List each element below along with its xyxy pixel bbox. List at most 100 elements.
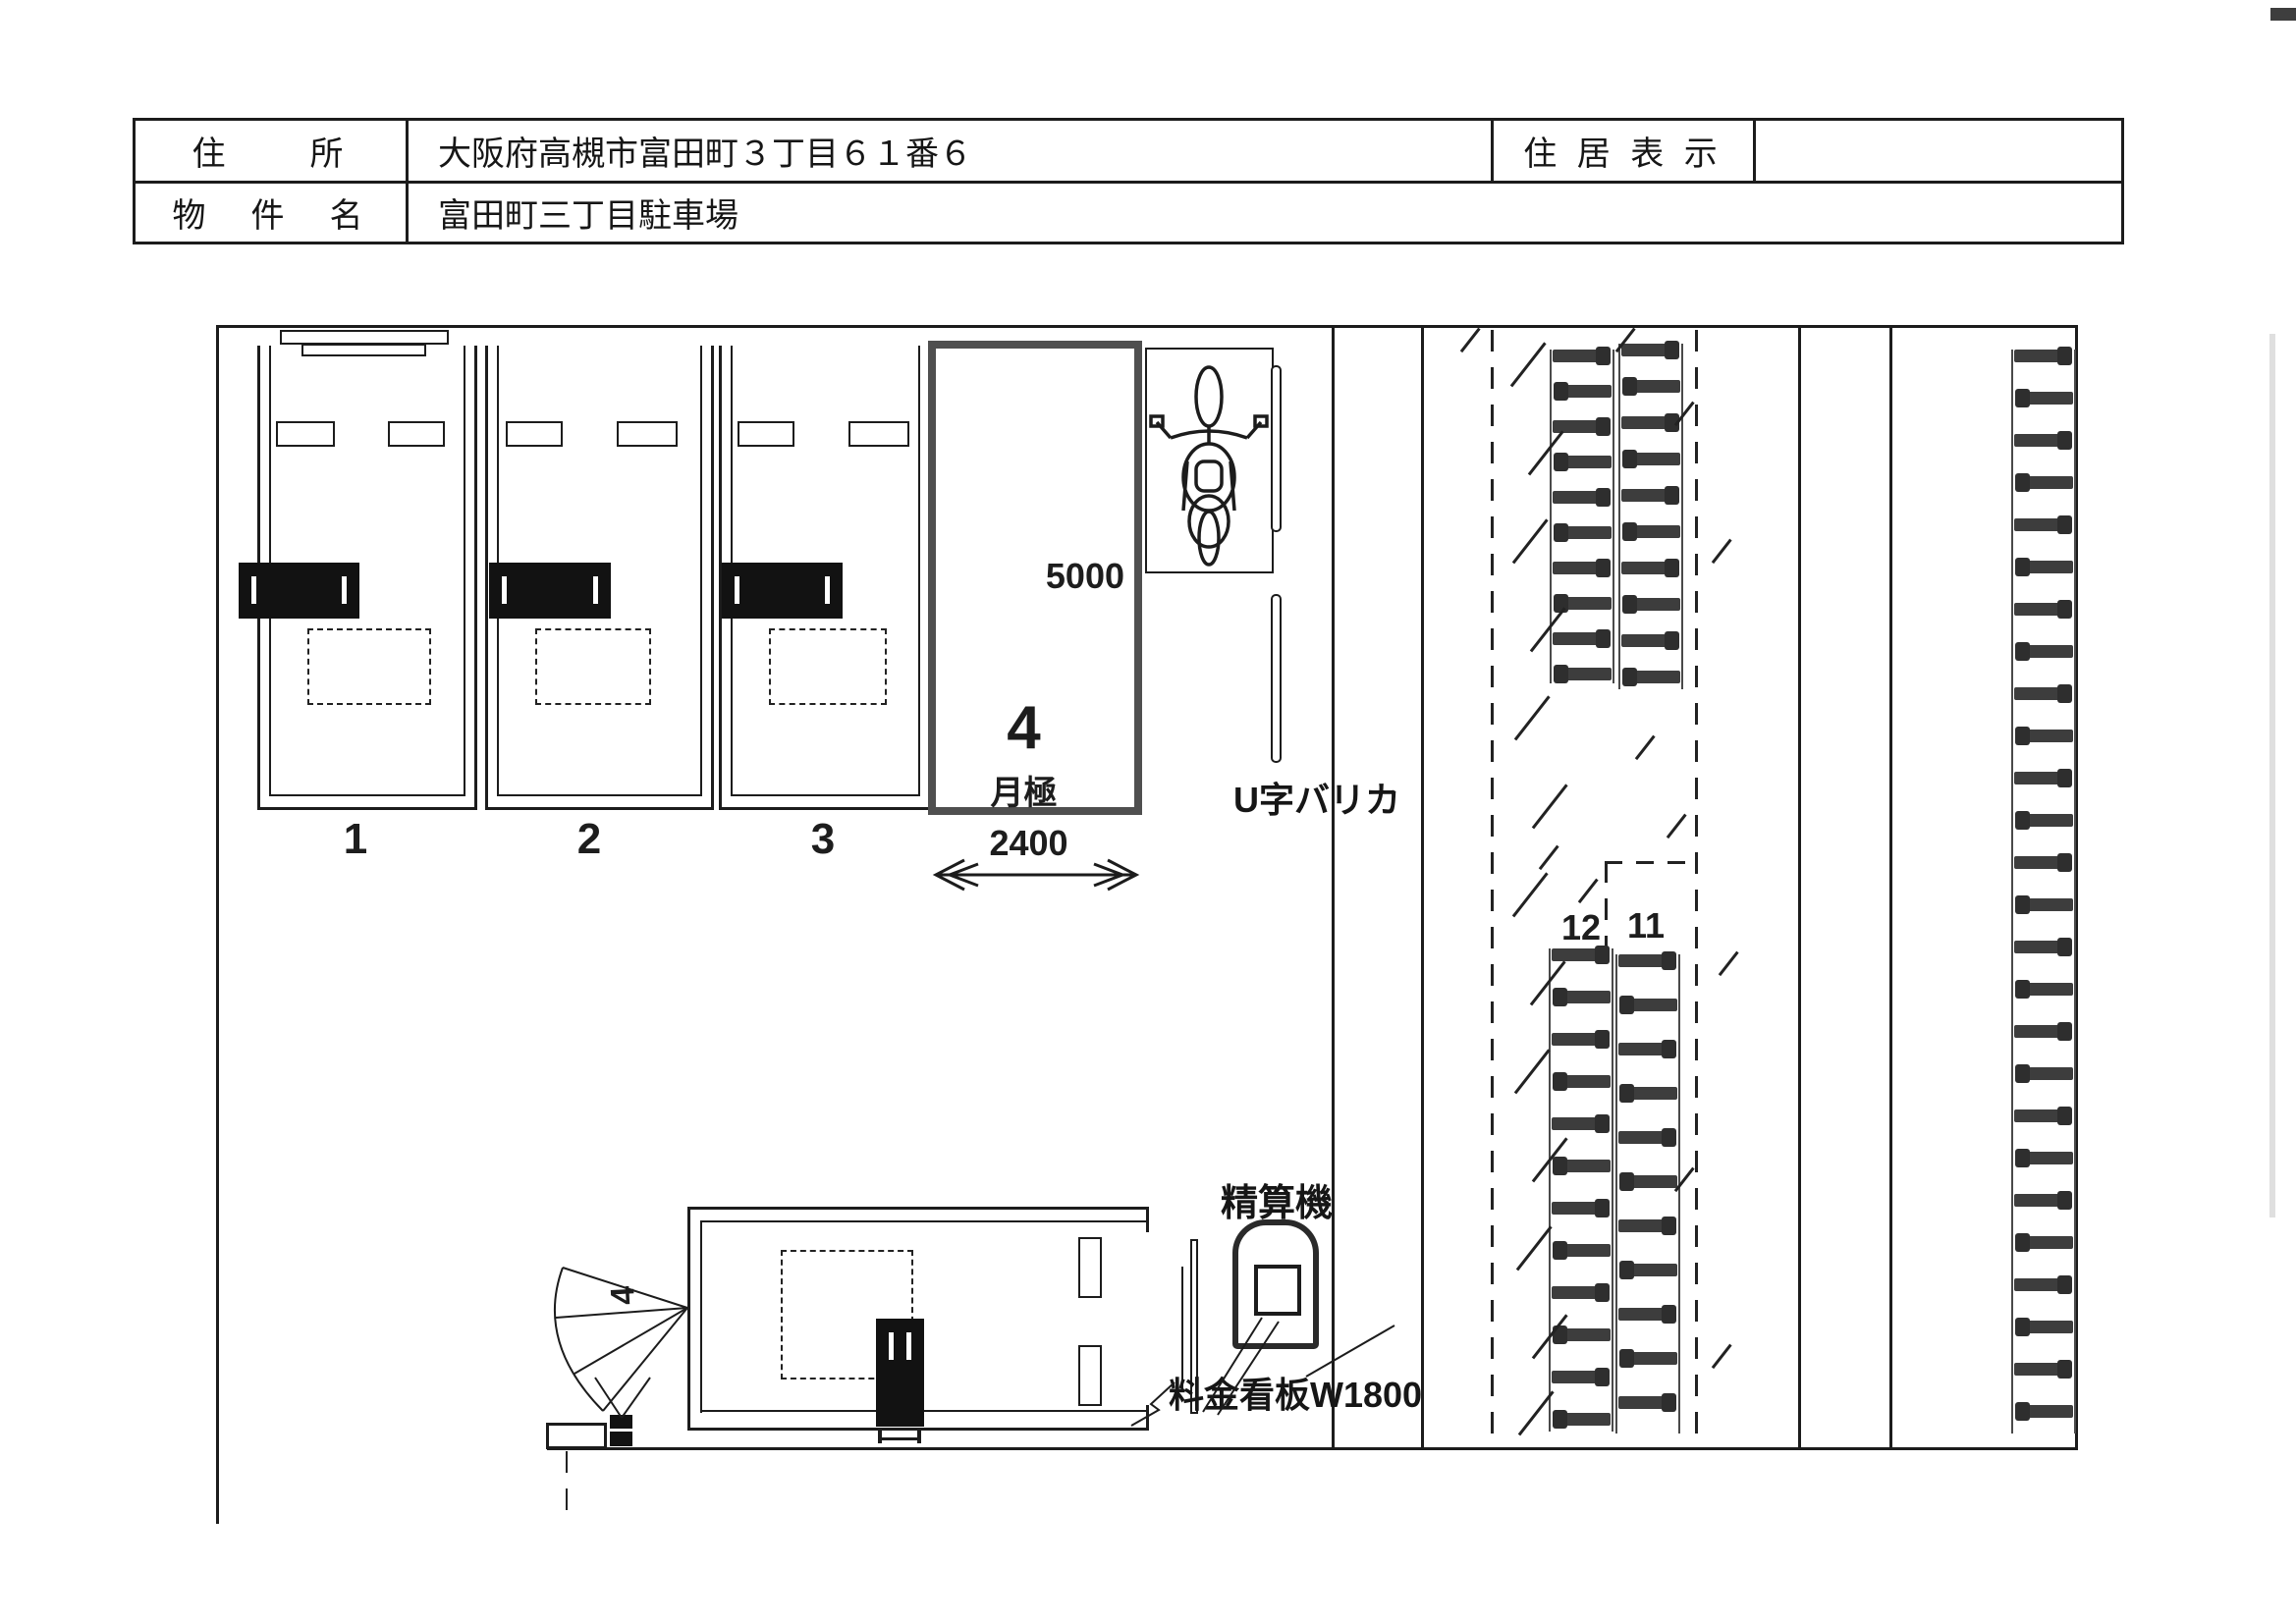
bike-rack-row	[2014, 515, 2072, 534]
hatch-tick	[1515, 1225, 1553, 1271]
boundary-right	[2075, 325, 2078, 1450]
gate-bar	[546, 1423, 607, 1449]
address-label: 住 所	[191, 136, 350, 173]
bike-rack-row	[1552, 1368, 1610, 1386]
motorcycle-side-bar	[1271, 365, 1282, 532]
gate-post-pinch	[608, 1429, 634, 1432]
unit2-bar-left	[506, 421, 563, 447]
bike-rack-row	[2015, 642, 2073, 661]
bike-rack-row	[1619, 1261, 1677, 1279]
property-info-table: 住 所 大阪府高槻市富田町３丁目６１番６ 住 居 表 示 物 件 名 富田町三丁…	[133, 118, 2124, 244]
stall4-contract-type: 月極	[990, 776, 1058, 812]
bike-rack-column-lower-left	[1549, 946, 1613, 1432]
enclosure-bottom-end	[1146, 1405, 1149, 1431]
bike-rack-row	[1553, 417, 1611, 436]
dashed-jog-horizontal	[1605, 861, 1696, 864]
hatch-tick	[1511, 872, 1549, 918]
scan-streak	[2269, 334, 2275, 1217]
stall4-width-dim: 2400	[989, 823, 1068, 863]
lot-divider-line-3	[1798, 325, 1801, 1450]
lot-divider-line-2	[1421, 325, 1424, 1450]
car-bottom-notch-right	[917, 1430, 921, 1443]
car-unit-1	[239, 563, 359, 619]
fee-sign-post-inner	[1181, 1267, 1183, 1389]
bike-rack-row	[1622, 595, 1680, 614]
bike-rack-row	[1621, 631, 1679, 650]
bike-rack-row	[1618, 1305, 1676, 1324]
hatch-tick	[1711, 1343, 1732, 1369]
bike-rack-row	[2015, 811, 2073, 830]
residence-indication-value-cell	[1753, 118, 2124, 184]
car-unit-3	[722, 563, 843, 619]
bike-rack-row	[1618, 1217, 1676, 1235]
boundary-bottom	[547, 1447, 2078, 1450]
bike-rack-row	[2015, 1233, 2073, 1252]
enclosure-stall-marks	[781, 1250, 913, 1380]
stall-number-1: 1	[343, 815, 368, 863]
bike-rack-row	[1618, 1040, 1676, 1058]
bike-rack-column-far-right	[2011, 347, 2076, 1434]
car-bottom-notch-left	[878, 1430, 882, 1443]
lot-divider-line-4	[1889, 325, 1892, 1450]
bike-rack-row	[2015, 1149, 2073, 1167]
bike-rack-row	[1552, 1030, 1610, 1049]
bike-rack-row	[1553, 988, 1611, 1006]
bike-rack-row	[1618, 951, 1676, 970]
stall4-depth-dim: 5000	[1045, 556, 1124, 596]
bike-rack-row	[1553, 1157, 1611, 1175]
stall-marks-unit-2	[535, 628, 651, 705]
hatch-tick	[1509, 342, 1547, 388]
dashed-jog-vertical	[1605, 861, 1608, 947]
boundary-left	[216, 325, 219, 1524]
enclosure-top-inner	[700, 1220, 1149, 1222]
bike-rack-row	[2015, 389, 2073, 407]
bike-rack-row	[1553, 347, 1611, 365]
hatch-tick	[1513, 695, 1551, 741]
bike-rack-row	[2014, 1191, 2072, 1210]
bike-rack-row	[2015, 1402, 2073, 1421]
residence-indication-label-cell: 住 居 表 示	[1491, 118, 1756, 184]
dashed-line-right	[1695, 330, 1698, 1448]
car-bottom-enclosure	[876, 1319, 924, 1427]
bike-rack-row	[1619, 1172, 1677, 1191]
bike-rack-row	[2014, 1275, 2072, 1294]
bike-rack-row	[2014, 431, 2072, 450]
bike-rack-row	[1554, 665, 1612, 683]
bike-rack-column-upper-left	[1550, 347, 1614, 683]
property-name-value: 富田町三丁目駐車場	[438, 198, 738, 235]
address-value: 大阪府高槻市富田町３丁目６１番６	[438, 136, 972, 173]
property-name-label-cell: 物 件 名	[133, 181, 409, 244]
bike-rack-row	[1621, 413, 1679, 432]
stall-number-2: 2	[576, 815, 602, 863]
hatch-tick	[1531, 784, 1568, 830]
bike-rack-row	[2014, 1022, 2072, 1041]
bike-rack-row	[2014, 600, 2072, 619]
unit3-bar-right	[848, 421, 909, 447]
bike-rack-row	[2014, 1360, 2072, 1379]
bike-rack-row	[2015, 473, 2073, 492]
gate-dashed-stub	[566, 1451, 568, 1524]
stall-marks-unit-3	[769, 628, 887, 705]
bike-rack-row	[1553, 488, 1611, 507]
stall4-number: 4	[1007, 694, 1041, 762]
bike-rack-row	[1619, 1349, 1677, 1368]
bike-rack-row	[1554, 523, 1612, 542]
bike-rack-row	[2015, 1064, 2073, 1083]
unit1-bar-left	[276, 421, 335, 447]
bike-rack-row	[2014, 1107, 2072, 1125]
bike-rack-row	[1621, 559, 1679, 577]
enclosure-top-end	[1146, 1207, 1149, 1232]
bike-rack-row	[1553, 1241, 1611, 1260]
hatch-tick	[1718, 950, 1739, 976]
dashed-line-left	[1491, 330, 1494, 1448]
bike-rack-column-lower-right	[1615, 951, 1680, 1434]
bike-rack-row	[1618, 1128, 1676, 1147]
hatch-tick	[1666, 813, 1687, 839]
bike-rack-row	[1553, 1410, 1611, 1429]
stall-marks-unit-1	[307, 628, 431, 705]
bike-rack-row	[2015, 558, 2073, 576]
hatch-tick	[1577, 878, 1599, 903]
bike-rack-row	[1619, 996, 1677, 1014]
bike-rack-row	[1553, 559, 1611, 577]
